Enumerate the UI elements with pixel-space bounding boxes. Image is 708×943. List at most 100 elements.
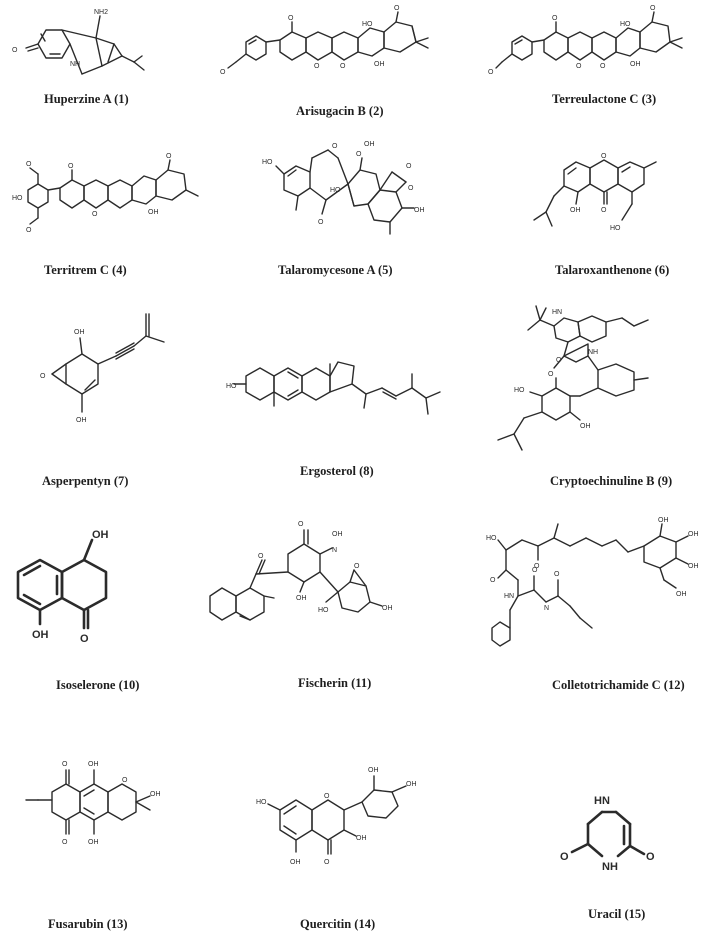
atom-label: HO bbox=[610, 225, 621, 232]
atom-label: O bbox=[26, 227, 32, 234]
compound-name: Territrem C (4) bbox=[44, 263, 127, 277]
atom-label: O bbox=[354, 563, 360, 570]
atom-label: OH bbox=[88, 761, 99, 768]
asperpentyn-structure: OH O OH bbox=[40, 313, 165, 424]
atom-label: O bbox=[601, 153, 607, 160]
atom-label: OH bbox=[296, 595, 307, 602]
huperzine-a-structure: NH2 O NH bbox=[12, 9, 145, 75]
atom-label: HO bbox=[330, 187, 341, 194]
atom-label: O bbox=[40, 373, 46, 380]
talaroxanthenone-structure: OH O O HO bbox=[533, 153, 657, 232]
atom-label: OH bbox=[676, 591, 687, 598]
isoselerone-structure: OH OH O bbox=[16, 529, 109, 645]
atom-label: OH bbox=[630, 61, 641, 68]
atom-label: OH bbox=[76, 417, 87, 424]
atom-label: O bbox=[12, 47, 18, 54]
atom-label: O bbox=[532, 567, 538, 574]
atom-label: O bbox=[600, 63, 606, 70]
atom-label: O bbox=[534, 563, 540, 570]
compound-name: Fischerin (11) bbox=[298, 676, 372, 690]
atom-label: O bbox=[80, 633, 89, 645]
atom-label: O bbox=[122, 777, 128, 784]
compound-name: Quercitin (14) bbox=[300, 917, 376, 931]
atom-label: OH bbox=[688, 531, 699, 538]
atom-label: O bbox=[324, 859, 330, 866]
atom-label: HN bbox=[552, 309, 562, 316]
atom-label: O bbox=[406, 163, 412, 170]
atom-label: O bbox=[62, 839, 68, 846]
atom-label: HO bbox=[262, 159, 273, 166]
atom-label: OH bbox=[92, 529, 109, 541]
compound-name: Huperzine A (1) bbox=[44, 92, 129, 106]
atom-label: O bbox=[356, 151, 362, 158]
fischerin-structure: OH O N O OH O HO OH bbox=[209, 521, 393, 621]
atom-label: O bbox=[548, 371, 554, 378]
atom-label: N bbox=[332, 547, 337, 554]
atom-label: O bbox=[408, 185, 414, 192]
arisugacin-b-structure: O O O O HO OH O bbox=[220, 5, 429, 76]
atom-label: O bbox=[220, 69, 226, 76]
atom-label: HO bbox=[256, 799, 267, 806]
atom-label: OH bbox=[364, 141, 375, 148]
colletotrichamide-c-structure: HO O O O HN N O OH OH OH OH bbox=[486, 517, 699, 647]
atom-label: OH bbox=[356, 835, 367, 842]
terreulactone-c-structure: O O O O HO OH O bbox=[488, 5, 683, 76]
atom-label: O bbox=[298, 521, 304, 528]
atom-label: O bbox=[650, 5, 656, 12]
atom-label: HN bbox=[594, 795, 610, 807]
atom-label: O bbox=[26, 161, 32, 168]
territrem-c-structure: HO O O O O OH O bbox=[12, 153, 199, 234]
atom-label: O bbox=[488, 69, 494, 76]
atom-label: OH bbox=[332, 531, 343, 538]
atom-label: O bbox=[314, 63, 320, 70]
atom-label: NH bbox=[70, 61, 80, 68]
atom-label: OH bbox=[148, 209, 159, 216]
fusarubin-structure: O OH O OH OH O bbox=[25, 761, 161, 846]
quercitin-structure: OH OH HO O OH OH O bbox=[256, 767, 417, 866]
atom-label: O bbox=[92, 211, 98, 218]
atom-label: O bbox=[552, 15, 558, 22]
atom-label: O bbox=[324, 793, 330, 800]
compound-name: Terreulactone C (3) bbox=[552, 92, 657, 106]
atom-label: O bbox=[601, 207, 607, 214]
atom-label: OH bbox=[580, 423, 591, 430]
atom-label: HO bbox=[514, 387, 525, 394]
atom-label: NH bbox=[602, 861, 618, 873]
atom-label: O bbox=[62, 761, 68, 768]
atom-label: HN bbox=[504, 593, 514, 600]
atom-label: HO bbox=[226, 383, 237, 390]
atom-label: OH bbox=[570, 207, 581, 214]
atom-label: O bbox=[394, 5, 400, 12]
uracil-structure: HN O NH O bbox=[560, 795, 655, 873]
atom-label: HO bbox=[620, 21, 631, 28]
cryptoechinuline-b-structure: HN NH HO O O OH bbox=[497, 305, 649, 451]
atom-label: O bbox=[556, 357, 562, 364]
compound-name: Fusarubin (13) bbox=[48, 917, 128, 931]
atom-label: O bbox=[258, 553, 264, 560]
atom-label: HO bbox=[318, 607, 329, 614]
compound-name: Asperpentyn (7) bbox=[42, 474, 129, 488]
atom-label: OH bbox=[658, 517, 669, 524]
atom-label: O bbox=[646, 851, 655, 863]
compound-name: Isoselerone (10) bbox=[56, 678, 140, 692]
atom-label: NH2 bbox=[94, 9, 108, 16]
atom-label: OH bbox=[32, 629, 49, 641]
atom-label: HO bbox=[12, 195, 23, 202]
compound-name: Talaromycesone A (5) bbox=[278, 263, 393, 277]
atom-label: OH bbox=[414, 207, 425, 214]
atom-label: O bbox=[68, 163, 74, 170]
talaromycesone-a-structure: HO O O HO O O O OH OH bbox=[262, 141, 425, 235]
atom-label: N bbox=[544, 605, 549, 612]
compound-name: Cryptoechinuline B (9) bbox=[550, 474, 673, 488]
compound-name: Uracil (15) bbox=[588, 907, 646, 921]
compound-name: Talaroxanthenone (6) bbox=[555, 263, 670, 277]
atom-label: O bbox=[166, 153, 172, 160]
atom-label: O bbox=[318, 219, 324, 226]
atom-label: O bbox=[332, 143, 338, 150]
atom-label: NH bbox=[588, 349, 598, 356]
atom-label: O bbox=[288, 15, 294, 22]
atom-label: OH bbox=[88, 839, 99, 846]
atom-label: OH bbox=[368, 767, 379, 774]
atom-label: HO bbox=[486, 535, 497, 542]
atom-label: O bbox=[554, 571, 560, 578]
